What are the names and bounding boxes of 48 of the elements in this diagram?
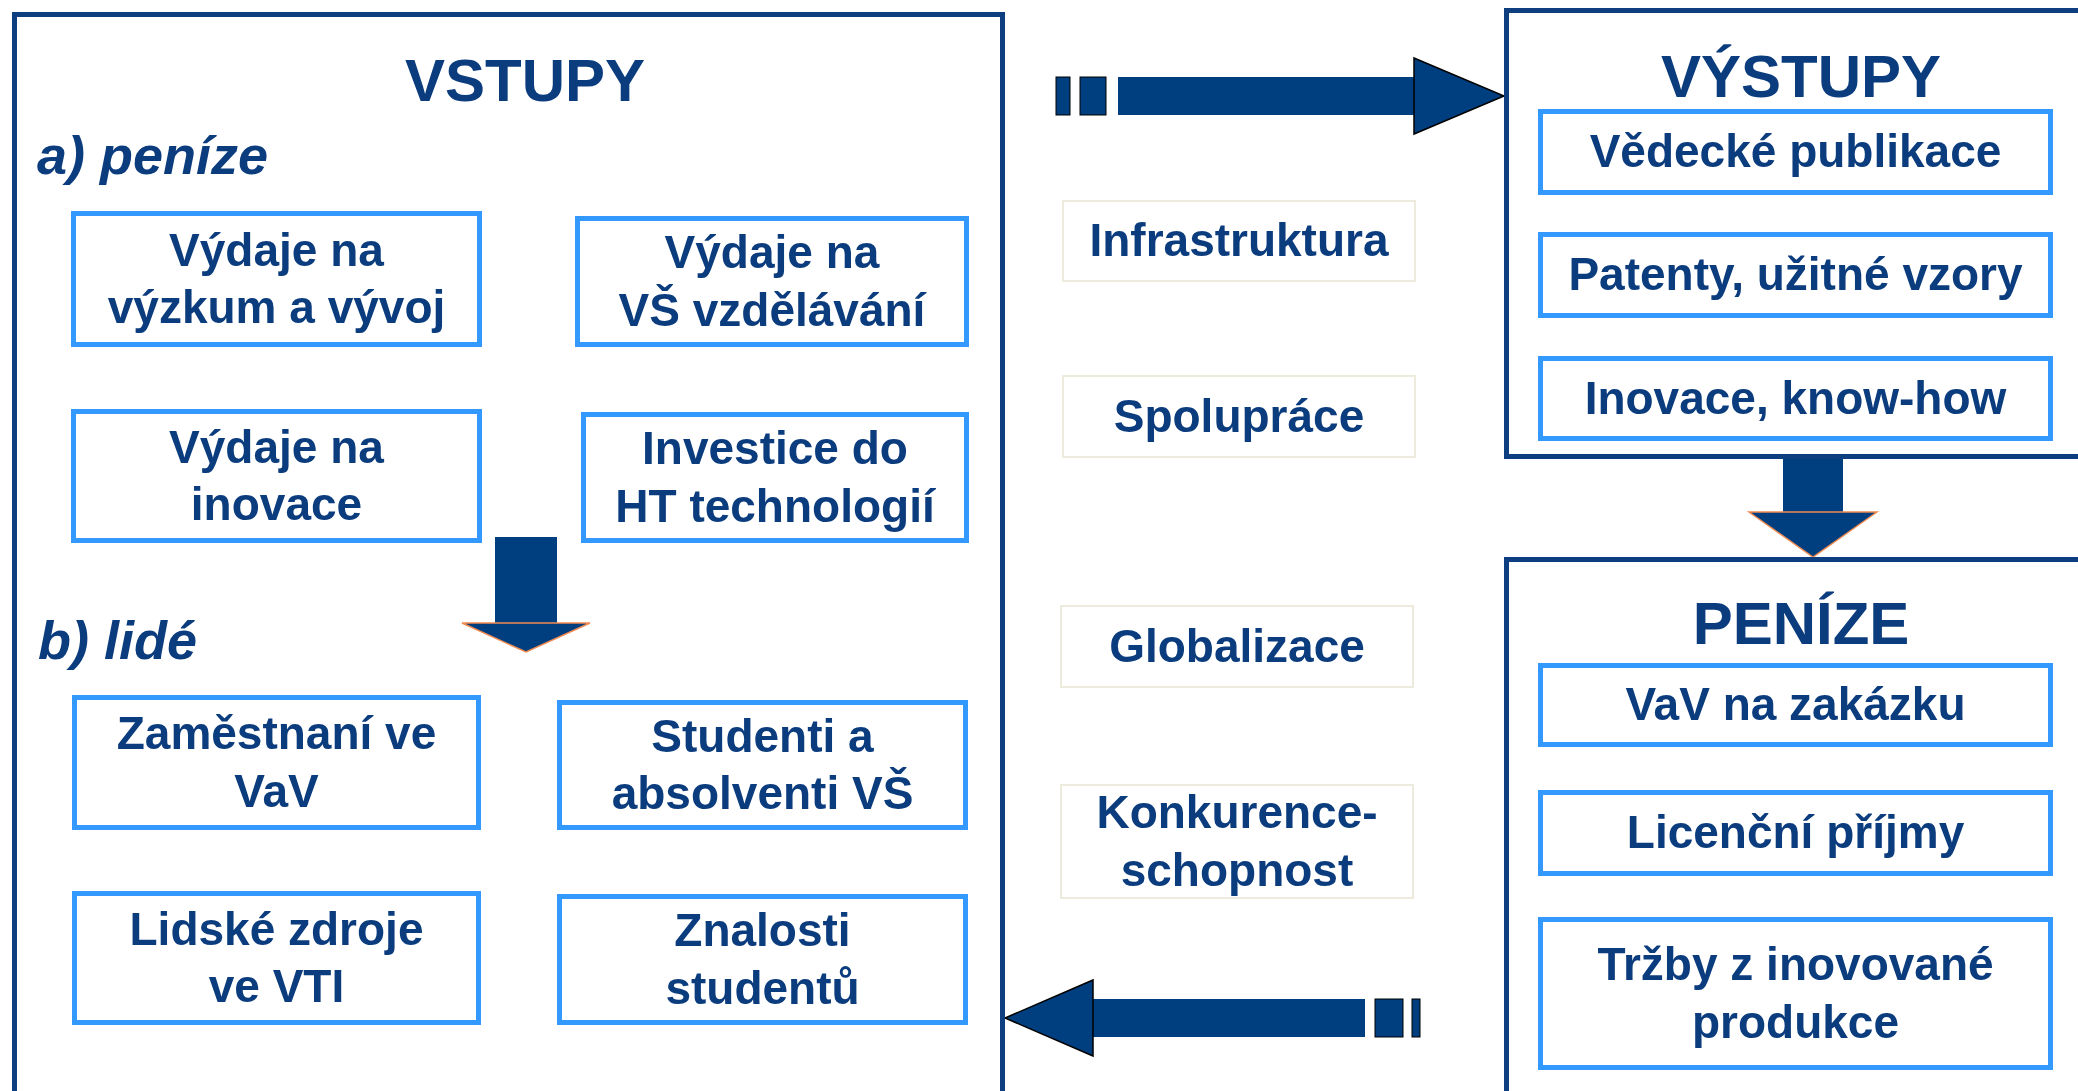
- box-label: Licenční příjmy: [1626, 805, 1965, 861]
- group-panel: [12, 12, 1005, 1091]
- process-box: [72, 891, 481, 1025]
- box-label: Inovace, know-how: [1584, 370, 2007, 426]
- section-label: b) lidé: [38, 609, 197, 672]
- box-label: Výdaje na VŠ vzdělávání: [618, 225, 926, 338]
- section-title: VSTUPY: [403, 46, 647, 116]
- box-label: VaV na zakázku: [1625, 677, 1966, 733]
- box-label: Konkurence- schopnost: [1096, 785, 1378, 898]
- box-label: Vědecké publikace: [1589, 124, 2002, 180]
- box-label: Výdaje na inovace: [169, 419, 384, 532]
- process-box: [557, 894, 968, 1025]
- block-arrow: [1748, 459, 1878, 558]
- process-box: [1538, 663, 2053, 747]
- box-label: Zaměstnaní ve VaV: [116, 706, 437, 819]
- box-label: Tržby z inovované produkce: [1597, 937, 1994, 1050]
- box-label: Patenty, užitné vzory: [1568, 247, 2023, 303]
- block-arrow: [461, 537, 591, 653]
- box-label: Infrastruktura: [1089, 213, 1389, 269]
- process-box: [1538, 356, 2053, 441]
- section-label: a) peníze: [37, 124, 269, 187]
- box-label: Globalizace: [1109, 618, 1365, 674]
- block-arrow: [1118, 57, 1505, 135]
- box-label: Spolupráce: [1113, 388, 1365, 444]
- process-box: [1538, 109, 2053, 195]
- process-box: [1538, 790, 2053, 876]
- process-box: [71, 211, 482, 347]
- factor-box: [1062, 375, 1416, 458]
- process-box: [557, 700, 968, 830]
- box-label: Znalosti studentů: [665, 903, 860, 1016]
- process-box: [1538, 917, 2053, 1070]
- factor-box: [1062, 200, 1416, 282]
- group-panel: [1504, 8, 2078, 459]
- block-arrow: [1004, 979, 1365, 1057]
- section-title: VÝSTUPY: [1659, 42, 1943, 112]
- group-panel: [1504, 557, 2078, 1091]
- factor-box: [1060, 605, 1414, 688]
- process-box: [72, 695, 481, 830]
- section-title: PENÍZE: [1691, 589, 1911, 659]
- process-box: [1538, 232, 2053, 318]
- factor-box: [1060, 784, 1414, 899]
- box-label: Výdaje na výzkum a vývoj: [107, 222, 446, 335]
- box-label: Studenti a absolventi VŠ: [611, 708, 914, 821]
- process-box: [71, 409, 482, 543]
- box-label: Lidské zdroje ve VTI: [129, 901, 424, 1014]
- process-box: [575, 216, 969, 347]
- process-box: [581, 412, 969, 543]
- box-label: Investice do HT technologií: [615, 421, 935, 534]
